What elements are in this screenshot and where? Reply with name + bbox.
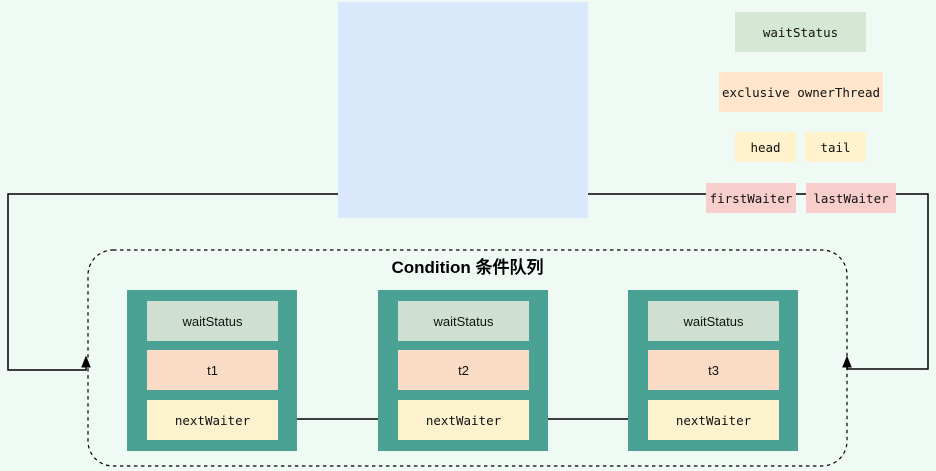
queue-node-2: waitStatus t2 nextWaiter [378,290,548,451]
node-next-waiter-field: nextWaiter [648,400,779,440]
node-thread-field: t2 [398,350,529,390]
aqs-owner-thread-field: exclusive ownerThread [719,72,883,112]
aqs-head-field: head [735,132,796,162]
node-next-waiter-field: nextWaiter [398,400,529,440]
node-next-waiter-field: nextWaiter [147,400,278,440]
last-waiter-arrowhead-icon [842,355,852,368]
node-thread-field: t3 [648,350,779,390]
aqs-wait-status-field: waitStatus [735,12,866,52]
aqs-last-waiter-field: lastWaiter [806,183,896,213]
node-wait-status-field: waitStatus [648,301,779,341]
aqs-first-waiter-field: firstWaiter [706,183,796,213]
aqs-tail-field: tail [805,132,866,162]
node-wait-status-field: waitStatus [398,301,529,341]
queue-node-1: waitStatus t1 nextWaiter [127,290,297,451]
node-thread-field: t1 [147,350,278,390]
condition-queue-title: Condition 条件队列 [391,258,544,277]
queue-node-3: waitStatus t3 nextWaiter [628,290,798,451]
aqs-panel: waitStatus exclusive ownerThread head ta… [338,2,896,218]
node-wait-status-field: waitStatus [147,301,278,341]
first-waiter-arrowhead-icon [81,355,91,368]
